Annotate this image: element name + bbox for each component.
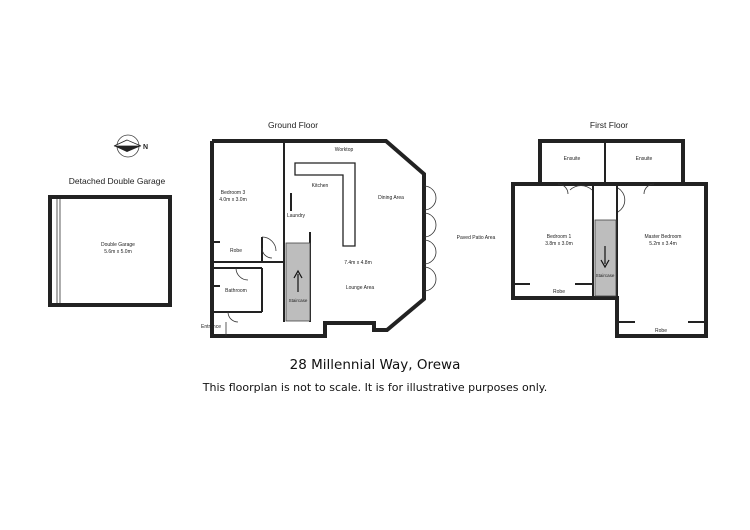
first-floor-outer-walls — [511, 182, 708, 338]
master-bedroom-dims: 5.2m x 3.4m — [649, 241, 677, 247]
worktop-label: Worktop — [335, 147, 354, 153]
garage-plan: Double Garage 5.6m x 5.0m — [48, 195, 172, 307]
ensuite1-label: Ensuite — [564, 156, 581, 162]
ensuite-walls — [538, 139, 685, 184]
stair-up-arrow-icon — [293, 269, 303, 292]
compass-north-label: N — [143, 144, 148, 151]
robe1-label: Robe — [553, 289, 565, 295]
first-floor-heading: First Floor — [590, 120, 628, 130]
ground-floor-heading: Ground Floor — [268, 120, 318, 130]
entrance-label: Entrance — [201, 324, 221, 330]
ground-staircase — [285, 242, 311, 322]
ground-floor-plan: Bedroom 3 4.0m x 3.0m Robe Bathroom Entr… — [201, 139, 496, 338]
garage-heading: Detached Double Garage — [69, 176, 166, 186]
lounge-area-label: Lounge Area — [346, 285, 375, 291]
bedroom3-label: Bedroom 3 — [221, 190, 246, 196]
bathroom-label: Bathroom — [225, 288, 247, 294]
garage-dims: 5.6m x 5.0m — [104, 249, 132, 255]
property-address: 28 Millennial Way, Orewa — [289, 357, 461, 373]
stair-down-arrow-icon — [600, 246, 610, 269]
kitchen-label: Kitchen — [312, 183, 329, 189]
bedroom3-dims: 4.0m x 3.0m — [219, 197, 247, 203]
patio-label: Paved Patio Area — [457, 235, 496, 241]
first-staircase-label: Staircase — [596, 273, 615, 278]
disclaimer-text: This floorplan is not to scale. It is fo… — [202, 381, 548, 394]
first-floor-plan: Ensuite Ensuite Bedroom 1 3.8m x 3.0m Ma… — [511, 139, 708, 338]
ground-robe-label: Robe — [230, 248, 242, 254]
laundry-label: Laundry — [287, 213, 306, 219]
robe2-label: Robe — [655, 328, 667, 334]
compass-icon: N — [113, 134, 148, 158]
ensuite2-label: Ensuite — [636, 156, 653, 162]
bedroom1-label: Bedroom 1 — [547, 234, 572, 240]
garage-room-label: Double Garage — [101, 242, 135, 248]
ground-floor-outer-walls — [210, 139, 426, 338]
kitchen-worktop — [294, 162, 356, 247]
living-dims: 7.4m x 4.8m — [344, 260, 372, 266]
ground-staircase-label: Staircase — [289, 298, 308, 303]
dining-area-label: Dining Area — [378, 195, 404, 201]
garage-walls — [48, 195, 172, 307]
master-bedroom-label: Master Bedroom — [645, 234, 682, 240]
bedroom1-dims: 3.8m x 3.0m — [545, 241, 573, 247]
